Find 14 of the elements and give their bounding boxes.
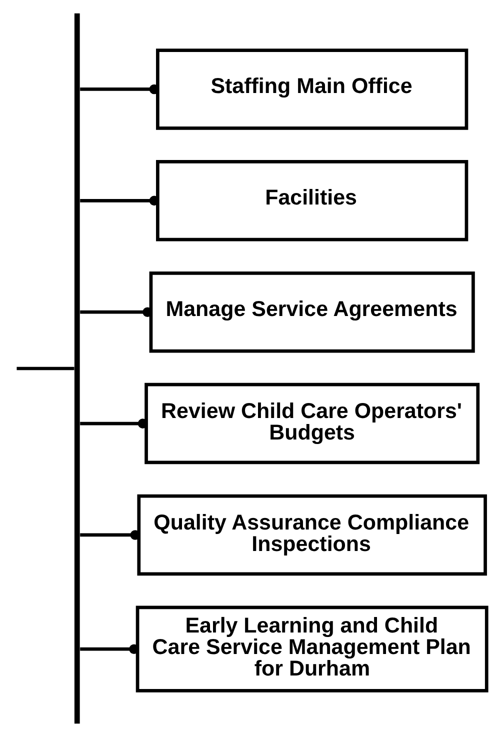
connector [80,307,152,317]
node-box: Staffing Main Office [156,48,468,130]
node-box: Quality Assurance Compliance Inspections [136,494,486,576]
node-box: Facilities [156,160,468,242]
node-bar [74,13,80,724]
node-box: Review Child Care Operators' Budgets [144,382,480,464]
connector [80,644,138,654]
connector [80,196,159,206]
connector [80,530,140,540]
connector [80,84,159,94]
connector [16,366,74,370]
connector [80,418,148,428]
node-box: Manage Service Agreements [148,272,474,353]
node-box: Early Learning and Child Care Service Management Plan for Durham [135,606,488,692]
